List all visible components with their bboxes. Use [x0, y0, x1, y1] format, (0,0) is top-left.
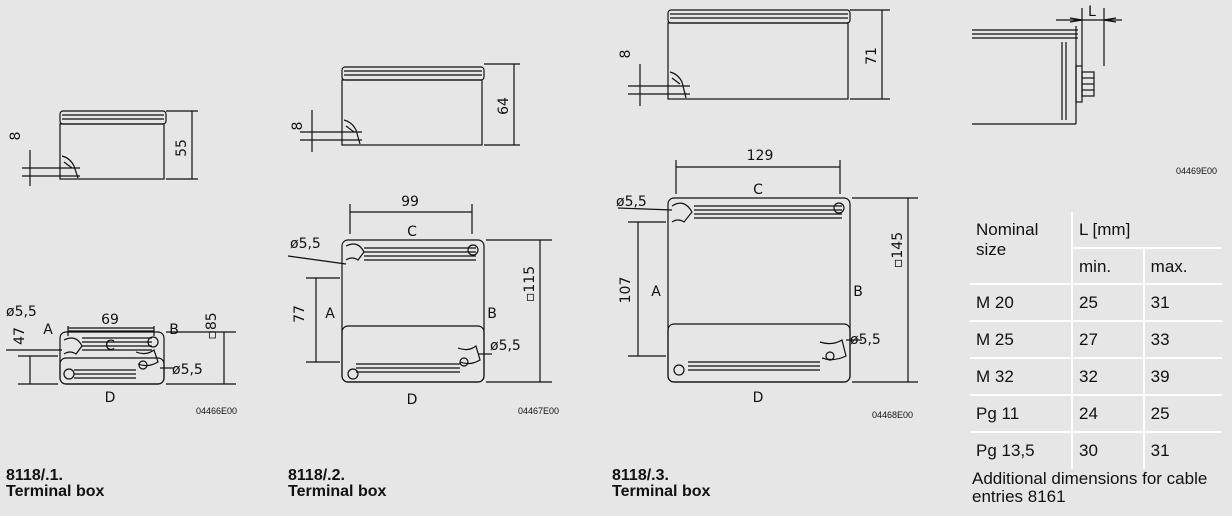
row-max: 33 — [1142, 320, 1222, 358]
col-max-header: max. — [1142, 247, 1222, 284]
cable-entry-detail — [972, 8, 1122, 125]
row-min: 27 — [1071, 320, 1144, 358]
row-size: M 20 — [970, 283, 1072, 321]
box2-height-dim: ▫115 — [522, 266, 538, 302]
box2-top-view — [287, 204, 552, 383]
row-max: 31 — [1142, 283, 1222, 321]
row-size: M 25 — [970, 320, 1072, 358]
cable-entry-l-dim: L — [1088, 4, 1096, 20]
box1-caption-code: 8118/.1. — [6, 467, 63, 484]
row-min: 32 — [1071, 357, 1144, 395]
box3-side-view — [628, 9, 890, 106]
cable-entry-caption-text: Additional dimensions for cable entries … — [972, 469, 1208, 506]
col-size-header: Nominal size — [976, 220, 1039, 259]
box1-width-dim: 69 — [101, 312, 119, 328]
box3-side-c: C — [753, 182, 763, 198]
box2-hole-bottom: ø5,5 — [490, 338, 521, 354]
table-row: Pg 11 24 25 — [970, 394, 1222, 432]
box1-drawing-code: 04466E00 — [196, 406, 237, 416]
box3-side-height-dim: 71 — [864, 47, 880, 65]
box1-side-height-dim: 55 — [174, 139, 190, 157]
box3-side-a: A — [651, 284, 661, 300]
box1-side-a: A — [43, 322, 53, 338]
box2-hole-top: ø5,5 — [290, 236, 321, 252]
table-row: M 32 32 39 — [970, 357, 1222, 395]
box1-offset-dim: 47 — [12, 327, 28, 345]
box1-caption: 8118/.1. Terminal box — [6, 468, 104, 500]
box3-side-b: B — [853, 284, 863, 300]
table-row: M 20 25 31 — [970, 283, 1222, 321]
box1-caption-text: Terminal box — [6, 483, 105, 500]
box1-hole-bottom: ø5,5 — [172, 362, 203, 378]
box3-height-dim: ▫145 — [890, 232, 906, 268]
box2-side-view — [300, 63, 520, 152]
box2-caption: 8118/.2. Terminal box — [288, 468, 386, 500]
box1-hole-top: ø5,5 — [6, 304, 37, 320]
col-min-header: min. — [1071, 247, 1144, 284]
row-max: 39 — [1142, 357, 1222, 395]
cable-entry-caption: Additional dimensions for cable entries … — [972, 470, 1222, 506]
box2-side-height-dim: 64 — [496, 97, 512, 115]
row-size: Pg 11 — [970, 394, 1072, 432]
box1-gland-dim: 8 — [8, 132, 24, 141]
box3-caption: 8118/.3. Terminal box — [612, 468, 710, 500]
row-min: 24 — [1071, 394, 1144, 432]
box3-gland-dim: 8 — [618, 50, 634, 59]
row-size: Pg 13,5 — [970, 431, 1072, 469]
box1-side-c: C — [105, 338, 115, 354]
box3-hole-bottom: ø5,5 — [850, 332, 881, 348]
box1-side-b: B — [169, 322, 179, 338]
box3-width-dim: 129 — [747, 148, 774, 164]
col-l-header: L [mm] — [1071, 212, 1222, 248]
box2-side-d: D — [407, 392, 418, 408]
box3-hole-top: ø5,5 — [616, 194, 647, 210]
box3-drawing-code: 04468E00 — [872, 410, 913, 420]
box2-gland-dim: 8 — [290, 122, 306, 131]
box1-top-view — [6, 326, 236, 385]
box1-side-d: D — [105, 390, 116, 406]
box3-side-d: D — [753, 390, 764, 406]
row-max: 25 — [1142, 394, 1222, 432]
box3-offset-dim: 107 — [618, 277, 634, 304]
box2-caption-code: 8118/.2. — [288, 467, 345, 484]
box2-side-c: C — [407, 224, 417, 240]
row-size: M 32 — [970, 357, 1072, 395]
box3-top-view — [617, 160, 918, 383]
table-row: M 25 27 33 — [970, 320, 1222, 358]
row-min: 30 — [1071, 431, 1144, 469]
box2-side-a: A — [325, 306, 335, 322]
box2-width-dim: 99 — [401, 194, 419, 210]
box1-side-view — [22, 110, 198, 186]
table-row: Pg 13,5 30 31 — [970, 431, 1222, 469]
box1-height-dim: ▫85 — [204, 312, 220, 339]
row-min: 25 — [1071, 283, 1144, 321]
box3-caption-text: Terminal box — [612, 483, 711, 500]
box2-caption-text: Terminal box — [288, 483, 387, 500]
cable-entry-drawing-code: 04469E00 — [1176, 166, 1217, 176]
cable-entry-table: Nominal size L [mm] min. max. M 20 25 31… — [970, 212, 1222, 469]
box2-drawing-code: 04467E00 — [518, 406, 559, 416]
box3-caption-code: 8118/.3. — [612, 467, 669, 484]
box2-side-b: B — [487, 306, 497, 322]
row-max: 31 — [1142, 431, 1222, 469]
box2-offset-dim: 77 — [292, 305, 308, 323]
